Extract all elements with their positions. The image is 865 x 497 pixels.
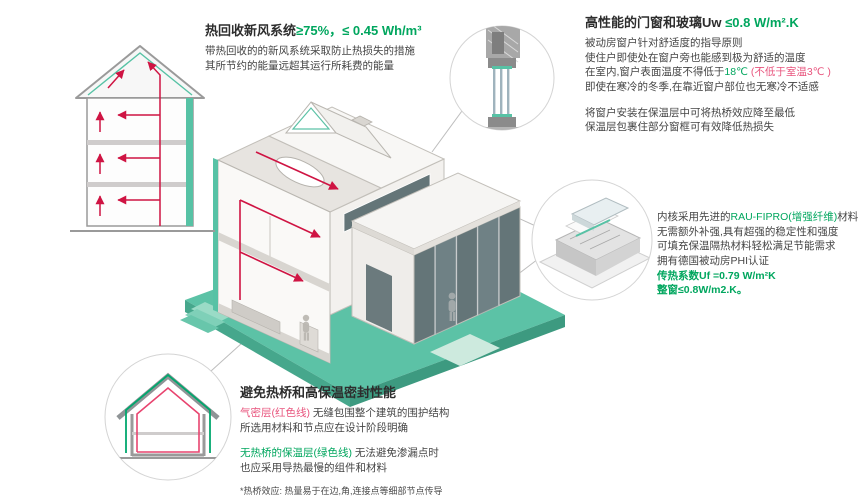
- window-section-detail: [480, 26, 524, 130]
- window-profile-detail-circle: [531, 179, 653, 301]
- airtight-layer-red-line: [136, 386, 200, 453]
- heat-recovery-title-value: ≥75%，≤ 0.45 Wh/m³: [296, 23, 422, 38]
- windows-line1: 被动房窗户针对舒适度的指导原则: [585, 37, 743, 49]
- thermal-envelope-detail: [108, 372, 228, 459]
- cross-section-house-illustration: [70, 45, 215, 232]
- main-house-illustration: [213, 101, 522, 364]
- profile-line3: 可填充保温隔热材料轻松满足节能需求: [657, 240, 836, 253]
- windows-title: 高性能的门窗和玻璃Uw ≤0.8 W/m².K: [585, 12, 863, 31]
- insulation-layer-green-line: [125, 373, 211, 453]
- kitchen-counter: [231, 299, 281, 335]
- profile-section: 内核采用先进的RAU-FIPRO(增强纤维)材料 无需额外补强,具有超强的稳定性…: [657, 210, 863, 298]
- thermal-line4: 也应采用导热最慢的组件和材料: [240, 462, 387, 475]
- windows-line6: 保温层包裹住部分窗框可有效降低热损失: [585, 121, 774, 134]
- windows-line2: 使住户即使处在窗户旁也能感到极为舒适的温度: [585, 51, 806, 64]
- person-icon: [448, 292, 456, 321]
- insulated-wall-edge: [213, 158, 218, 312]
- thermal-line2: 所选用材料和节点应在设计阶段明确: [240, 421, 408, 434]
- thermal-envelope-detail-circle: [104, 353, 232, 481]
- profile-line2: 无需额外补强,具有超强的稳定性和强度: [657, 225, 839, 238]
- thermal-footnote: *热桥效应: 热量易于在边,角,连接点等细部节点传导: [240, 485, 443, 496]
- gable-roof: [284, 101, 392, 159]
- windows-title-value: ≤0.8 W/m².K: [725, 15, 799, 30]
- windows-title-text: 高性能的门窗和玻璃: [585, 15, 703, 30]
- profile-uf-value: 传热系数Uf =0.79 W/m²K: [657, 269, 776, 282]
- windows-line3-text: 在室内,窗户表面温度不得低于: [585, 66, 725, 79]
- windows-section: 高性能的门窗和玻璃Uw ≤0.8 W/m².K 被动房窗户针对舒适度的指导原则 …: [585, 12, 863, 135]
- heat-recovery-title-text: 热回收新风系统: [205, 23, 297, 38]
- window-profile-detail: [538, 197, 652, 289]
- profile-line1-material: RAU-FIPRO(增强纤维): [730, 211, 838, 223]
- profile-line4: 拥有德国被动房PHI认证: [657, 255, 770, 268]
- heat-recovery-section: 热回收新风系统≥75%，≤ 0.45 Wh/m³ 带热回收的的新风系统采取防止热…: [205, 20, 505, 73]
- insulation-strip: [186, 98, 193, 226]
- windows-line3-note: (不低于室温3℃ ): [747, 66, 831, 79]
- profile-line1: 内核采用先进的RAU-FIPRO(增强纤维)材料: [657, 210, 863, 225]
- thermal-line3: 无热桥的保温层(绿色线) 无法避免渗漏点时: [240, 446, 510, 461]
- windows-title-uw: Uw: [702, 15, 726, 30]
- ventilation-ducts-icon: [239, 151, 339, 300]
- airtight-layer-label: 气密层(红色线): [240, 407, 310, 419]
- heat-recovery-line1: 带热回收的的新风系统采取防止热损失的措施: [205, 45, 415, 57]
- profile-uw-value: 整窗≤0.8W/m2.K。: [657, 284, 748, 297]
- thermal-line1: 气密层(红色线) 无缝包围整个建筑的围护结构: [240, 406, 510, 421]
- glass-wing: [350, 172, 522, 345]
- garden-steps: [180, 302, 233, 333]
- windows-line3-temp: 18℃: [724, 66, 748, 79]
- person-icon: [302, 314, 310, 341]
- profile-line1-post: 材料: [837, 211, 859, 223]
- terrace: [430, 334, 500, 366]
- thermal-section: 避免热桥和高保温密封性能 气密层(红色线) 无缝包围整个建筑的围护结构 所选用材…: [240, 382, 510, 497]
- insulation-layer-label: 无热桥的保温层(绿色线): [240, 447, 352, 460]
- heat-recovery-line2: 其所节约的能量远超其运行所耗费的能量: [205, 59, 394, 72]
- thermal-line1-text: 无缝包围整个建筑的围护结构: [310, 407, 450, 419]
- window-section-detail-circle: [449, 25, 555, 131]
- windows-line4: 即使在寒冷的冬季,在靠近窗户部位也无寒冷不适感: [585, 81, 819, 94]
- thermal-line3-text: 无法避免渗漏点时: [352, 447, 439, 460]
- airflow-arrows-icon: [95, 61, 161, 226]
- profile-line1-pre: 内核采用先进的: [657, 211, 731, 223]
- windows-line3: 在室内,窗户表面温度不得低于18℃ (不低于室温3℃ ): [585, 65, 863, 80]
- heat-recovery-title: 热回收新风系统≥75%，≤ 0.45 Wh/m³: [205, 20, 505, 39]
- wing-door: [366, 264, 392, 332]
- thermal-title: 避免热桥和高保温密封性能: [240, 385, 397, 400]
- windows-line5: 将窗户安装在保温层中可将热桥效应降至最低: [585, 106, 795, 119]
